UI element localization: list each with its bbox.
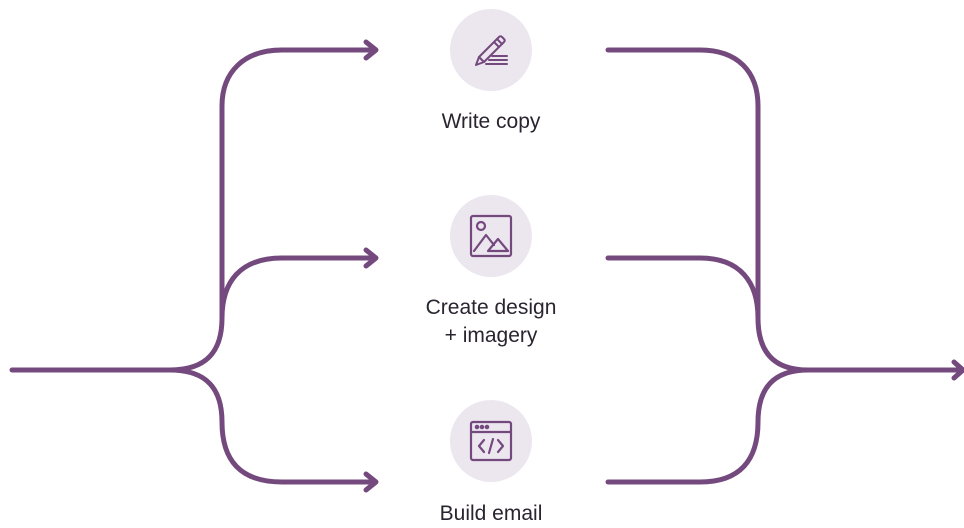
write-copy-label: Write copy: [441, 110, 541, 133]
arrowhead-output: [951, 359, 964, 381]
pencil-lines-icon: [469, 28, 513, 72]
build-email-label: Build email: [439, 502, 543, 525]
merge-bottom: [605, 367, 811, 485]
build-email-icon-circle: [450, 400, 532, 482]
image-frame-icon: [468, 213, 514, 259]
branch-middle: [167, 255, 375, 373]
merge-middle: [605, 255, 811, 373]
branch-top: [219, 47, 375, 321]
arrowhead-top: [363, 39, 379, 61]
create-design-label: Create design + imagery: [425, 296, 557, 347]
arrowhead-middle: [363, 247, 379, 269]
merge-top: [605, 47, 761, 321]
code-window-icon: [468, 418, 514, 464]
write-copy-icon-circle: [450, 9, 532, 91]
arrowhead-bottom: [363, 471, 379, 493]
create-design-icon-circle: [450, 195, 532, 277]
branch-bottom: [167, 367, 375, 485]
